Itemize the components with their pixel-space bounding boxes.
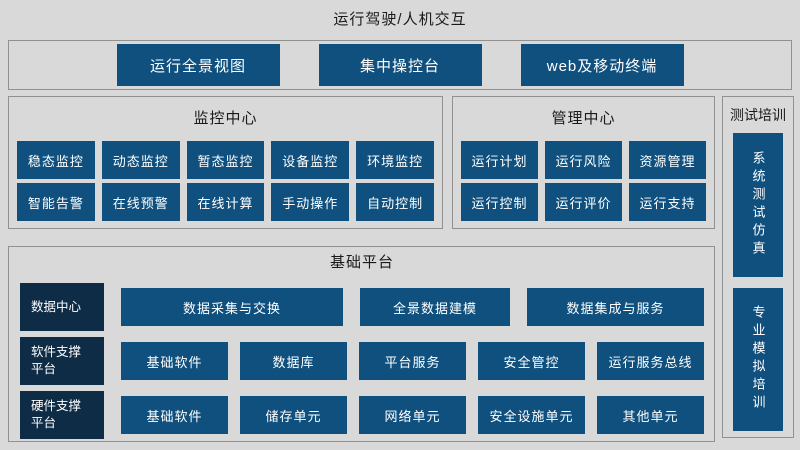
tile-storage-unit[interactable]: 储存单元 xyxy=(240,396,347,434)
test-training-title: 测试培训 xyxy=(730,107,786,123)
tile-intelligent-alarm[interactable]: 智能告警 xyxy=(17,183,95,221)
tile-operation-plan[interactable]: 运行计划 xyxy=(461,141,538,179)
row-label-hardware-support-platform: 硬件支撑平台 xyxy=(20,391,104,439)
monitoring-row-1: 稳态监控 动态监控 暂态监控 设备监控 环境监控 xyxy=(17,141,434,179)
tile-security-control[interactable]: 安全管控 xyxy=(478,342,585,380)
tile-basic-software[interactable]: 基础软件 xyxy=(121,342,228,380)
tile-transient-monitoring[interactable]: 暂态监控 xyxy=(186,141,265,179)
data-center-tiles: 数据采集与交换 全景数据建模 数据集成与服务 xyxy=(121,288,704,326)
row-label-text: 软件支撑平台 xyxy=(31,345,82,376)
tile-operation-control[interactable]: 运行控制 xyxy=(461,183,538,221)
management-center-panel: 管理中心 运行计划 运行风险 资源管理 运行控制 运行评价 运行支持 xyxy=(452,96,715,229)
base-row-hardware-support: 硬件支撑平台 基础软件 储存单元 网络单元 安全设施单元 其他单元 xyxy=(20,391,704,439)
management-center-title: 管理中心 xyxy=(551,110,616,127)
row-label-software-support-platform: 软件支撑平台 xyxy=(20,337,104,385)
tile-automatic-control[interactable]: 自动控制 xyxy=(356,183,434,221)
row-label-text: 硬件支撑平台 xyxy=(31,399,82,430)
monitoring-row-2: 智能告警 在线预警 在线计算 手动操作 自动控制 xyxy=(17,183,434,221)
tile-online-calculation[interactable]: 在线计算 xyxy=(186,183,265,221)
tile-data-collection-exchange[interactable]: 数据采集与交换 xyxy=(121,288,343,326)
base-row-software-support: 软件支撑平台 基础软件 数据库 平台服务 安全管控 运行服务总线 xyxy=(20,337,704,385)
tile-central-control-console[interactable]: 集中操控台 xyxy=(318,44,482,86)
tile-operation-risk[interactable]: 运行风险 xyxy=(545,141,622,179)
hmi-panel: 运行全景视图 集中操控台 web及移动终端 xyxy=(8,40,792,90)
tile-network-unit[interactable]: 网络单元 xyxy=(359,396,466,434)
management-row-1: 运行计划 运行风险 资源管理 xyxy=(461,141,706,179)
tile-operation-service-bus[interactable]: 运行服务总线 xyxy=(597,342,704,380)
hardware-support-tiles: 基础软件 储存单元 网络单元 安全设施单元 其他单元 xyxy=(121,396,704,434)
base-platform-title: 基础平台 xyxy=(329,254,394,271)
tile-manual-operation[interactable]: 手动操作 xyxy=(271,183,350,221)
monitoring-center-panel: 监控中心 稳态监控 动态监控 暂态监控 设备监控 环境监控 智能告警 在线预警 … xyxy=(8,96,443,229)
tile-data-integration-services[interactable]: 数据集成与服务 xyxy=(527,288,704,326)
software-support-tiles: 基础软件 数据库 平台服务 安全管控 运行服务总线 xyxy=(121,342,704,380)
tile-platform-services[interactable]: 平台服务 xyxy=(359,342,466,380)
tile-environment-monitoring[interactable]: 环境监控 xyxy=(356,141,434,179)
tile-security-facility-unit[interactable]: 安全设施单元 xyxy=(478,396,585,434)
test-training-panel: 测试培训 系统测试仿真 专业模拟培训 xyxy=(722,96,794,438)
row-label-text: 数据中心 xyxy=(31,299,82,314)
tile-professional-simulation-training[interactable]: 专业模拟培训 xyxy=(733,287,783,431)
tile-online-warning[interactable]: 在线预警 xyxy=(101,183,180,221)
management-row-2: 运行控制 运行评价 运行支持 xyxy=(461,183,706,221)
tile-system-test-simulation[interactable]: 系统测试仿真 xyxy=(733,133,783,277)
tile-database[interactable]: 数据库 xyxy=(240,342,347,380)
tile-equipment-monitoring[interactable]: 设备监控 xyxy=(271,141,350,179)
page-title: 运行驾驶/人机交互 xyxy=(333,11,467,28)
tile-panoramic-data-modeling[interactable]: 全景数据建模 xyxy=(360,288,510,326)
tile-steady-state-monitoring[interactable]: 稳态监控 xyxy=(17,141,95,179)
tile-web-mobile-terminal[interactable]: web及移动终端 xyxy=(520,44,684,86)
tile-other-unit[interactable]: 其他单元 xyxy=(597,396,704,434)
tile-operation-panorama-view[interactable]: 运行全景视图 xyxy=(116,44,280,86)
tile-operation-evaluation[interactable]: 运行评价 xyxy=(545,183,622,221)
tile-dynamic-monitoring[interactable]: 动态监控 xyxy=(101,141,180,179)
tile-resource-management[interactable]: 资源管理 xyxy=(629,141,706,179)
base-row-data-center: 数据中心 数据采集与交换 全景数据建模 数据集成与服务 xyxy=(20,283,704,331)
tile-basic-software-hw[interactable]: 基础软件 xyxy=(121,396,228,434)
monitoring-center-title: 监控中心 xyxy=(193,110,258,127)
tile-operation-support[interactable]: 运行支持 xyxy=(629,183,706,221)
row-label-data-center: 数据中心 xyxy=(20,283,104,331)
base-platform-panel: 基础平台 数据中心 数据采集与交换 全景数据建模 数据集成与服务 软件支撑平台 … xyxy=(8,246,715,442)
